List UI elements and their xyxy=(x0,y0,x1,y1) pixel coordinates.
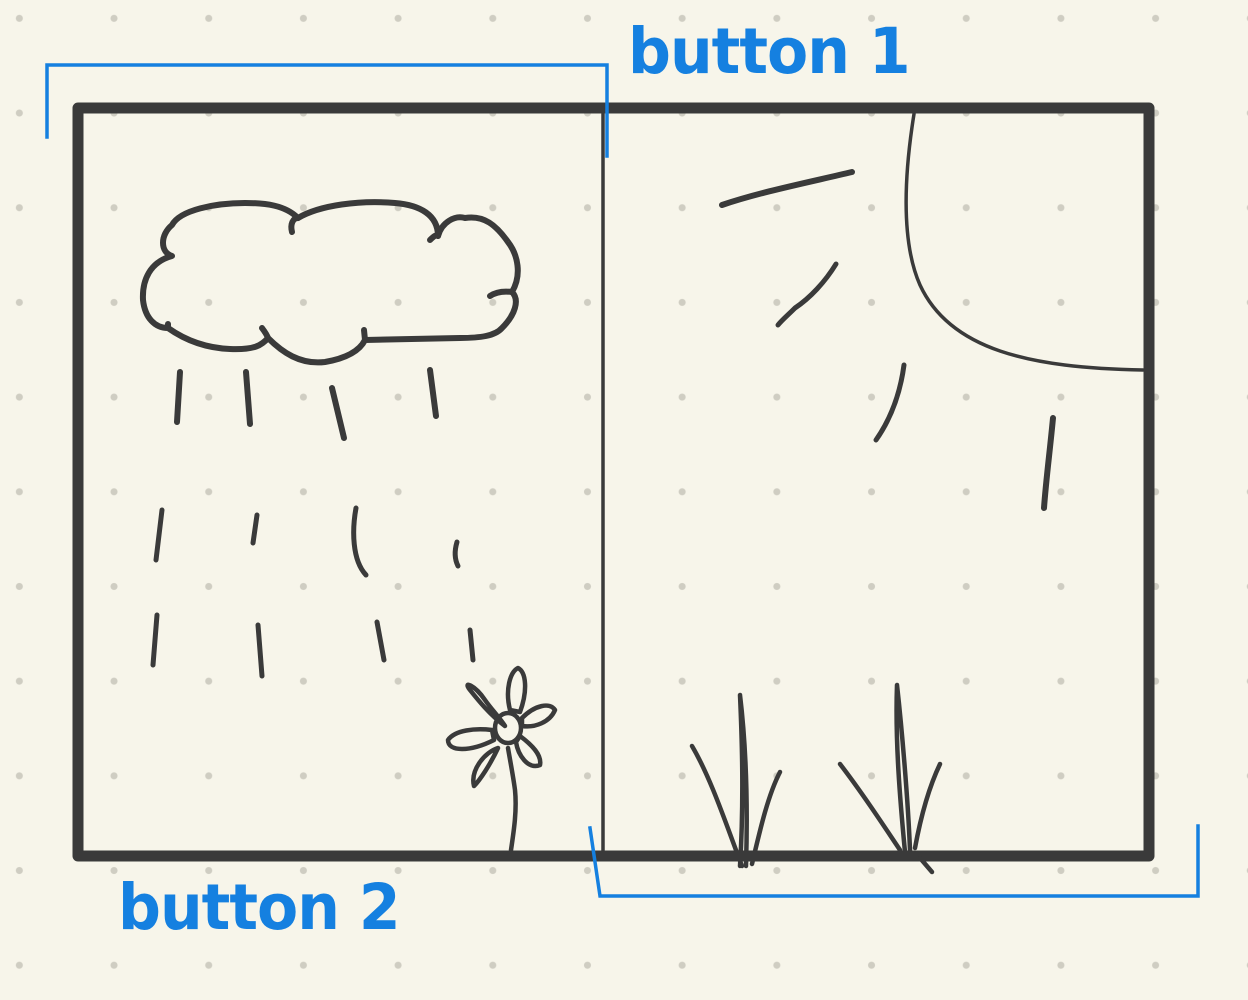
button-2-label: button 2 xyxy=(118,871,401,945)
rain-icon xyxy=(150,367,476,679)
grass-icon xyxy=(689,682,943,875)
cloud-icon xyxy=(139,199,521,366)
button-1-region[interactable] xyxy=(84,114,600,853)
flower-icon xyxy=(445,665,558,853)
button-2-bracket xyxy=(588,824,1200,898)
sun-icon xyxy=(904,112,1145,372)
button-2-region[interactable] xyxy=(607,112,1145,875)
button-1-bracket xyxy=(45,63,609,158)
frame-outline xyxy=(72,102,1155,862)
button-1-label: button 1 xyxy=(628,15,911,89)
sun-ray-icon xyxy=(719,169,1056,511)
